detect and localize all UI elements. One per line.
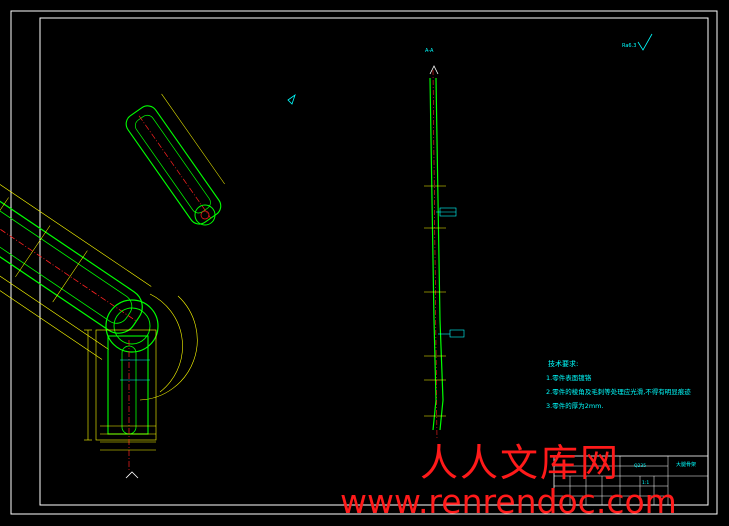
tech-req-title: 技术要求: xyxy=(548,359,578,368)
tech-req-item-3: 3.零件的厚为2mm. xyxy=(546,401,604,410)
callout-box-2 xyxy=(449,329,465,338)
tech-req-item-1: 1.零件表面镀铬 xyxy=(546,373,592,382)
section-label: A-A xyxy=(425,48,434,54)
watermark-url: www.renrendoc.com xyxy=(340,482,677,521)
joint-outer xyxy=(105,299,159,353)
tech-req-item-2: 2.零件的棱角及毛刺等处理应光滑,不得有明显痕迹 xyxy=(546,387,691,396)
main-view xyxy=(0,93,296,479)
outer-border xyxy=(10,10,718,515)
title-scale: 1:1 xyxy=(642,480,649,486)
title-material: Q235 xyxy=(634,463,646,469)
section-view: A-A xyxy=(424,48,465,441)
roughness-symbol-icon xyxy=(637,33,653,51)
tech-requirements: 技术要求: 1.零件表面镀铬 2.零件的棱角及毛刺等处理应光滑,不得有明显痕迹 … xyxy=(546,359,691,410)
title-block: Q235 大腿骨架 1:1 xyxy=(553,455,709,506)
surface-finish: Ra6.3 xyxy=(622,33,653,51)
leg-lower xyxy=(84,329,157,479)
arm-centerline xyxy=(0,192,137,322)
callout-box-1 xyxy=(439,207,457,217)
watermark-title: 人人文库网 xyxy=(420,441,621,485)
arm-upper xyxy=(125,93,225,225)
title-part-name: 大腿骨架 xyxy=(676,461,696,468)
svg-text:Ra6.3: Ra6.3 xyxy=(622,43,636,49)
angle-arc xyxy=(139,295,198,401)
arm-outline xyxy=(0,158,152,360)
inner-border xyxy=(39,17,709,506)
